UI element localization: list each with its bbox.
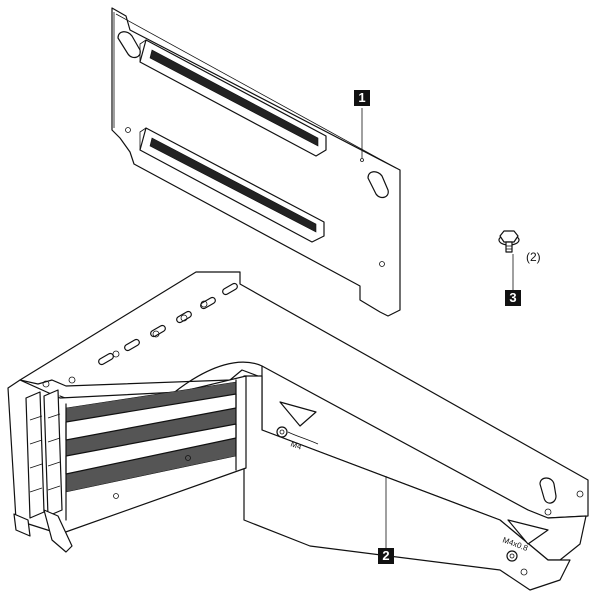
riser-card: [111, 7, 401, 317]
callout-3-screw: 3: [505, 290, 521, 306]
bracket-screw-left: [276, 426, 319, 445]
callout-2-bracket: 2: [378, 548, 394, 564]
bracket-slots: [20, 282, 238, 392]
pci-slot-cage: [7, 375, 247, 553]
bracket-marking-left: M4: [289, 439, 303, 451]
screw: [498, 230, 520, 290]
callout-1-riser-card: 1: [354, 90, 370, 106]
riser-bracket: M4 M4x0.8: [7, 271, 589, 591]
screw-quantity-label: (2): [526, 250, 541, 264]
bracket-screw-right: [506, 550, 528, 576]
